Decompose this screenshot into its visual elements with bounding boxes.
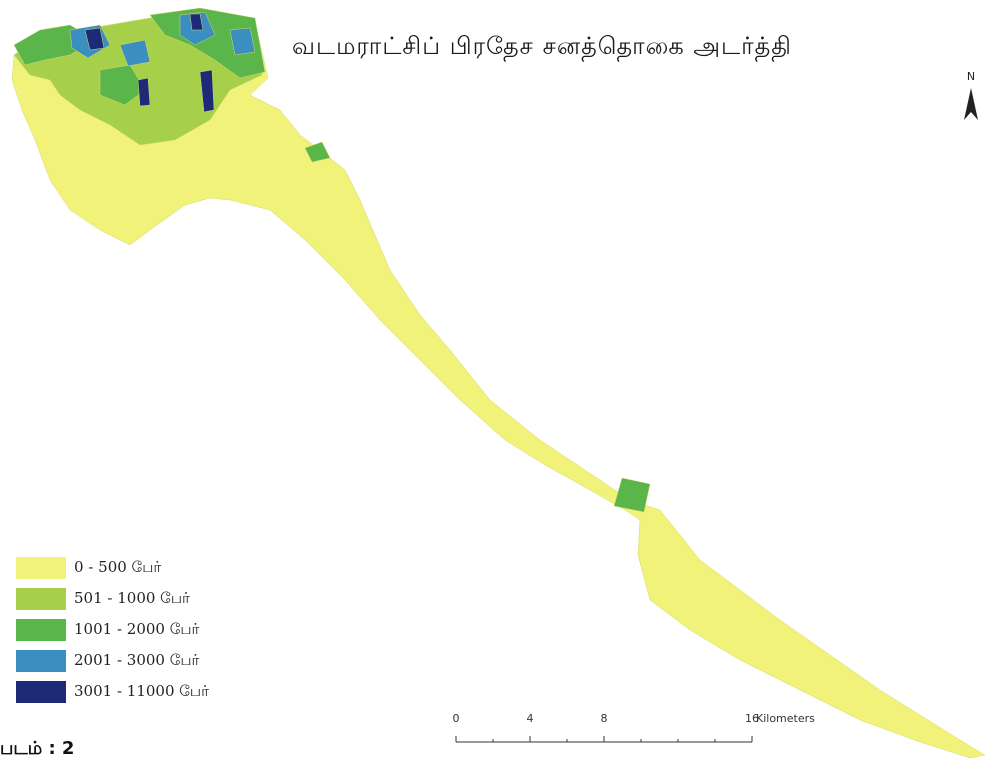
map-title: வடமராட்சிப் பிரதேச சனத்தொகை அடர்த்தி — [292, 32, 792, 60]
legend-item: 0 - 500 பேர் — [16, 552, 209, 583]
region-density-3001-11000 — [189, 13, 204, 31]
legend-swatch — [16, 556, 66, 579]
region-density-1001-2000 — [149, 7, 266, 79]
legend-swatch — [16, 649, 66, 672]
legend-swatch — [16, 618, 66, 641]
legend: 0 - 500 பேர் 501 - 1000 பேர் 1001 - 2000… — [16, 552, 209, 707]
legend-label: 501 - 1000 பேர் — [74, 588, 190, 607]
legend-label: 1001 - 2000 பேர் — [74, 619, 200, 638]
region-density-1001-2000 — [613, 477, 651, 513]
scale-tick-label: 4 — [526, 712, 534, 725]
figure-label: படம் : 2 — [0, 738, 75, 759]
scale-tick-label: 8 — [600, 712, 608, 725]
region-density-2001-3000 — [229, 27, 256, 56]
legend-swatch — [16, 587, 66, 610]
scale-tick-label: 16 — [745, 712, 759, 725]
legend-label: 0 - 500 பேர் — [74, 557, 162, 576]
scale-unit: Kilometers — [756, 712, 815, 725]
legend-item: 3001 - 11000 பேர் — [16, 676, 209, 707]
legend-swatch — [16, 680, 66, 703]
legend-item: 501 - 1000 பேர் — [16, 583, 209, 614]
north-arrow: N — [956, 70, 986, 130]
region-density-3001-11000 — [199, 69, 215, 113]
region-density-2001-3000 — [119, 39, 151, 67]
legend-label: 3001 - 11000 பேர் — [74, 681, 209, 700]
north-arrow-icon — [964, 88, 978, 120]
region-density-3001-11000 — [84, 27, 105, 51]
scale-bar: 0 4 8 16 Kilometers — [446, 712, 866, 752]
legend-label: 2001 - 3000 பேர் — [74, 650, 200, 669]
region-density-3001-11000 — [137, 77, 151, 107]
scale-tick-label: 0 — [452, 712, 460, 725]
scale-bar-line — [455, 736, 753, 743]
legend-item: 2001 - 3000 பேர் — [16, 645, 209, 676]
legend-item: 1001 - 2000 பேர் — [16, 614, 209, 645]
region-density-1001-2000 — [99, 64, 146, 106]
region-density-1001-2000 — [304, 141, 331, 163]
north-label: N — [966, 70, 976, 83]
